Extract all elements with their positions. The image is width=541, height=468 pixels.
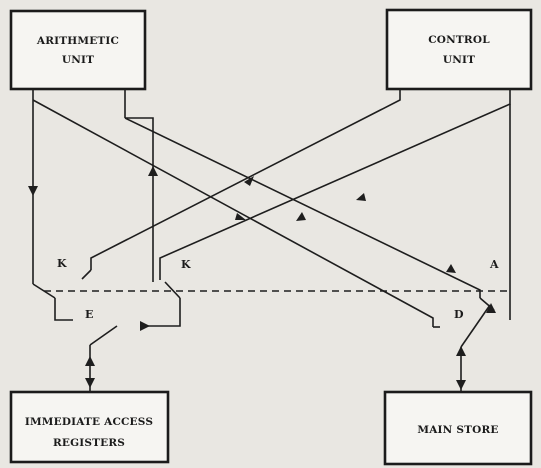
au-to-d-line xyxy=(32,99,434,327)
arrow-to-control-diag xyxy=(296,212,306,221)
arrow-ms-down xyxy=(456,380,466,390)
switch-e-label: E xyxy=(85,308,93,321)
arrow-ias-up xyxy=(85,356,95,366)
arrow-ms-up xyxy=(456,346,466,356)
cu-to-k-line xyxy=(90,89,401,270)
arrow-to-arithmetic-diag xyxy=(244,176,254,186)
main-store-label: MAIN STORE xyxy=(417,424,498,436)
switch-e: E xyxy=(54,298,181,392)
arrow-from-control-diag xyxy=(356,193,366,201)
arrow-ias-down xyxy=(85,378,95,388)
arithmetic-unit-label-line2: UNIT xyxy=(62,54,94,66)
immediate-access-registers-box: IMMEDIATE ACCESS REGISTERS xyxy=(9,390,170,464)
switch-k-left: K xyxy=(32,257,92,299)
control-unit-box: CONTROL UNIT xyxy=(385,8,533,91)
arrow-a-up xyxy=(486,303,496,313)
au-to-a-line xyxy=(124,117,481,298)
arrow-e-right xyxy=(140,321,150,331)
arithmetic-unit-label-line1: ARITHMETIC xyxy=(36,35,119,47)
arrow-to-a-diag xyxy=(446,264,456,273)
ias-label-line2: REGISTERS xyxy=(53,437,125,449)
switch-a-label: A xyxy=(489,258,499,271)
switch-k-left-label: K xyxy=(57,257,67,270)
control-unit-label-line1: CONTROL xyxy=(428,34,490,46)
au-right-up-line xyxy=(125,117,154,270)
control-unit-label-line2: UNIT xyxy=(443,54,475,66)
arrow-to-ias-diag xyxy=(235,213,246,220)
arrow-down-left xyxy=(28,186,38,196)
arithmetic-unit-box: ARITHMETIC UNIT xyxy=(9,9,147,91)
ias-label-line1: IMMEDIATE ACCESS xyxy=(25,416,153,428)
main-store-box: MAIN STORE xyxy=(383,390,533,466)
switch-a: A xyxy=(479,258,511,320)
k-to-cu-line xyxy=(159,89,511,270)
switch-k-right: K xyxy=(152,258,191,299)
arrow-up-k-right xyxy=(148,166,158,176)
switch-d-label: D xyxy=(454,308,464,321)
switch-k-right-label: K xyxy=(181,258,191,271)
